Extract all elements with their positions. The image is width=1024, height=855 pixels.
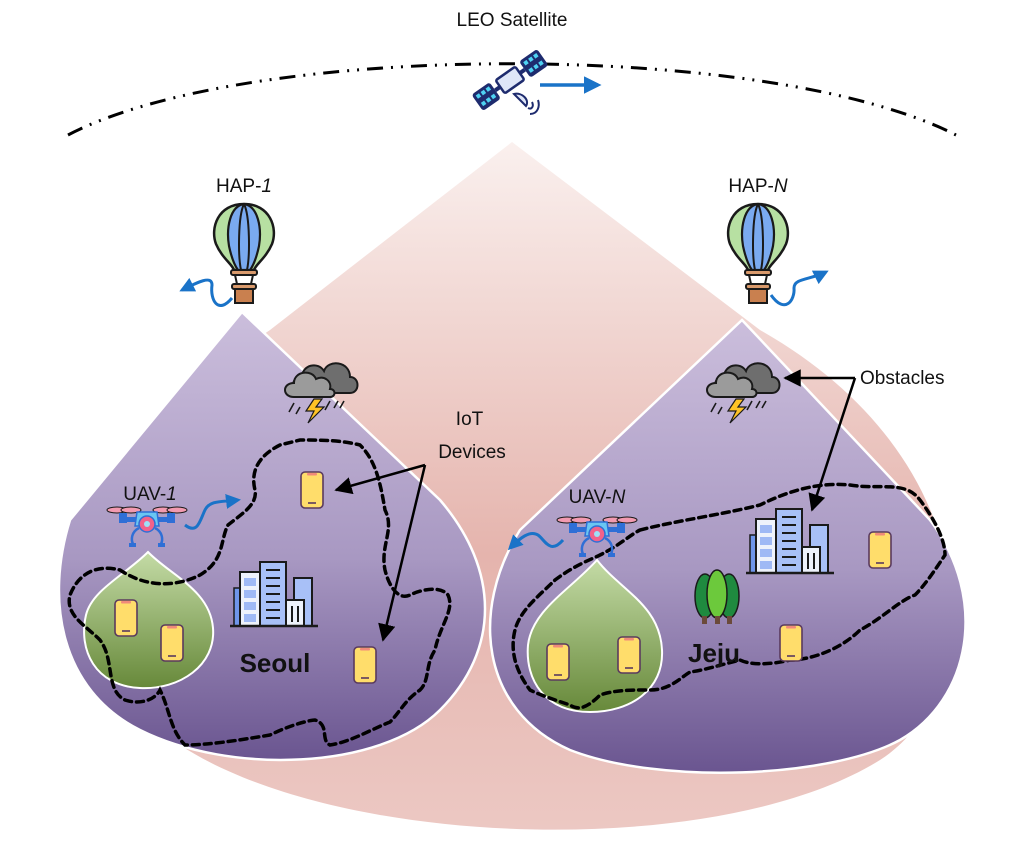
iot-device-icon <box>114 599 138 637</box>
hap-n-label: HAP-N <box>728 176 787 197</box>
hot-air-balloon-icon <box>212 202 276 305</box>
uav-n-movement-arrow <box>507 532 565 551</box>
hap-n-movement-arrow <box>769 270 829 307</box>
iot-device-icon <box>353 646 377 684</box>
iot-pointer-arrow <box>378 464 427 642</box>
satellite-icon <box>470 47 550 116</box>
trees-icon <box>694 569 740 625</box>
hap-1-movement-arrow <box>179 277 234 307</box>
iot-pointer-arrow <box>334 463 426 495</box>
satellite-label: LEO Satellite <box>457 10 568 31</box>
hot-air-balloon-icon <box>726 202 790 305</box>
obstacles-label: Obstacles <box>860 368 944 389</box>
iot-device-icon <box>300 471 324 509</box>
leo-orbit-arc <box>67 62 957 137</box>
obstacle-pointer-arrow <box>808 377 857 512</box>
hap-1-label: HAP-1 <box>216 176 272 197</box>
region-label-seoul: Seoul <box>240 648 311 678</box>
uav-1-label: UAV-1 <box>123 484 177 505</box>
iot-device-icon <box>868 531 892 569</box>
iot-device-icon <box>160 624 184 662</box>
region-label-jeju: Jeju <box>688 638 740 668</box>
jeju-trajectory <box>511 482 947 710</box>
iot-device-icon <box>617 636 641 674</box>
uav-1-movement-arrow <box>184 494 241 530</box>
seoul-trajectory <box>67 438 452 747</box>
uav-n-label: UAV-N <box>569 487 626 508</box>
iot-device-icon <box>546 643 570 681</box>
iot-devices-label: IoT Devices <box>438 409 506 463</box>
iot-device-icon <box>779 624 803 662</box>
